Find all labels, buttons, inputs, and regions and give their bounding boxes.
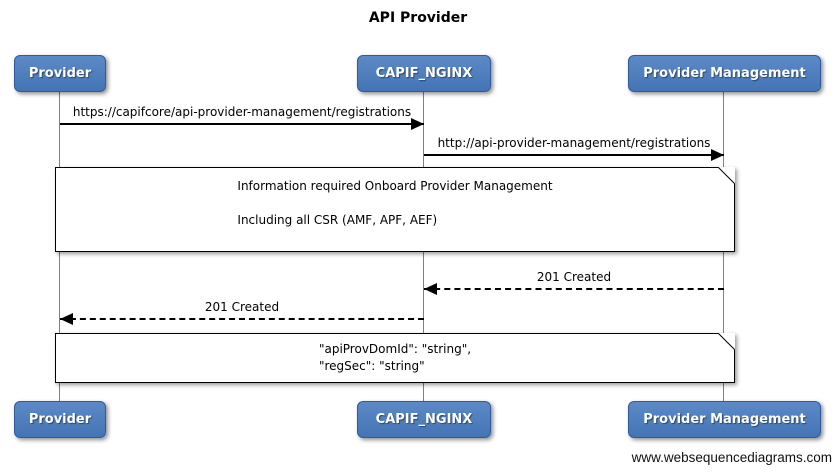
actor-box-provider-management-top: Provider Management (628, 55, 821, 92)
message-arrow-line (424, 149, 724, 161)
actor-label: Provider (28, 66, 92, 81)
message-reply-201-to-capif: 201 Created (424, 269, 724, 295)
message-request-provider-management: http://api-provider-management/registrat… (424, 135, 724, 161)
note-text: Information required Onboard Provider Ma… (237, 168, 552, 228)
note-fold-corner-icon (718, 333, 735, 350)
page-title: API Provider (368, 10, 468, 26)
note-line: "regSec": "string" (318, 359, 425, 373)
message-arrow-line (60, 313, 424, 325)
arrowhead-right-icon (411, 118, 424, 130)
note-line: Including all CSR (AMF, APF, AEF) (237, 213, 438, 227)
actor-box-capif-nginx-top: CAPIF_NGINX (357, 55, 491, 92)
actor-label: Provider Management (643, 66, 806, 81)
actor-box-provider-bottom: Provider (14, 401, 106, 438)
actor-box-capif-nginx-bottom: CAPIF_NGINX (357, 401, 491, 438)
message-label: 201 Created (204, 300, 280, 314)
note-fold-corner-icon (718, 167, 735, 184)
actor-label: CAPIF_NGINX (375, 66, 473, 81)
message-arrow-line (60, 118, 424, 130)
actor-box-provider-top: Provider (14, 55, 106, 92)
actor-label: CAPIF_NGINX (375, 412, 473, 427)
actor-label: Provider Management (643, 412, 806, 427)
actor-box-provider-management-bottom: Provider Management (628, 401, 821, 438)
note-onboard-information: Information required Onboard Provider Ma… (55, 167, 735, 252)
message-label: https://capifcore/api-provider-managemen… (72, 105, 412, 119)
message-arrow-line (424, 283, 724, 295)
message-request-capifcore: https://capifcore/api-provider-managemen… (60, 104, 424, 130)
note-response-body: "apiProvDomId": "string", "regSec": "str… (55, 333, 735, 383)
note-line: Information required Onboard Provider Ma… (237, 179, 553, 193)
arrowhead-right-icon (711, 149, 724, 161)
actor-label: Provider (28, 412, 92, 427)
arrowhead-left-icon (424, 283, 437, 295)
note-line: "apiProvDomId": "string", (318, 342, 472, 356)
watermark-websequencediagrams: www.websequencediagrams.com (631, 450, 832, 465)
message-label: http://api-provider-management/registrat… (437, 136, 711, 150)
message-reply-201-to-provider: 201 Created (60, 299, 424, 325)
arrowhead-left-icon (60, 313, 73, 325)
message-label: 201 Created (536, 270, 612, 284)
note-text: "apiProvDomId": "string", "regSec": "str… (319, 334, 471, 375)
